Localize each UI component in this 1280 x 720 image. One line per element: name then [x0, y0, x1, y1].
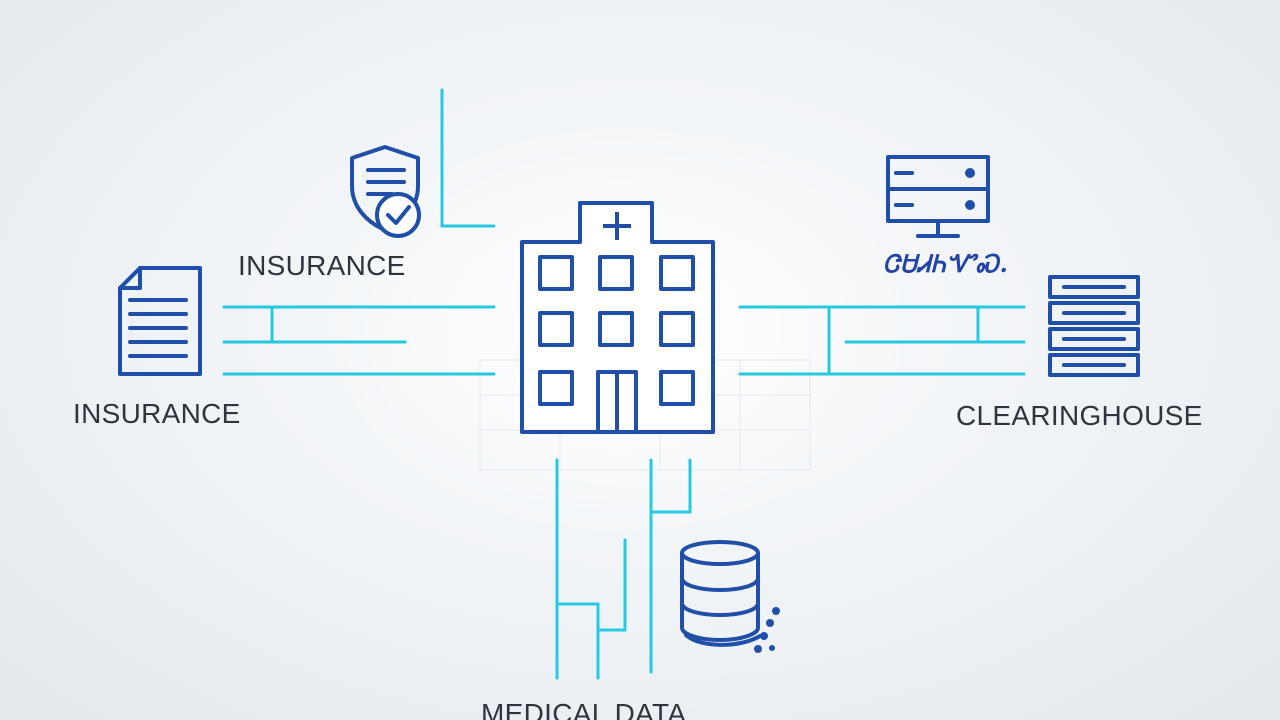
medical-data-label: MEDICAL DATA	[481, 698, 687, 720]
connector-left	[222, 305, 496, 376]
hospital-building-icon	[520, 201, 715, 434]
server-rack-icon	[1048, 275, 1140, 377]
clearinghouse-label: CLEARINGHOUSE	[956, 400, 1203, 431]
connector-bottom	[555, 458, 692, 680]
database-icon	[680, 540, 780, 653]
connector-lines	[222, 88, 1026, 680]
shield-check-icon	[350, 145, 421, 238]
server-monitor-icon	[886, 155, 990, 238]
insurance-document-label: INSURANCE	[73, 398, 241, 429]
connector-top	[440, 88, 496, 228]
connector-right	[738, 305, 1026, 376]
document-icon	[118, 266, 202, 376]
server-monitor-label: ᏣᏌᏗᏂᏉᏍ.	[883, 249, 1009, 278]
insurance-shield-label: INSURANCE	[238, 250, 406, 281]
